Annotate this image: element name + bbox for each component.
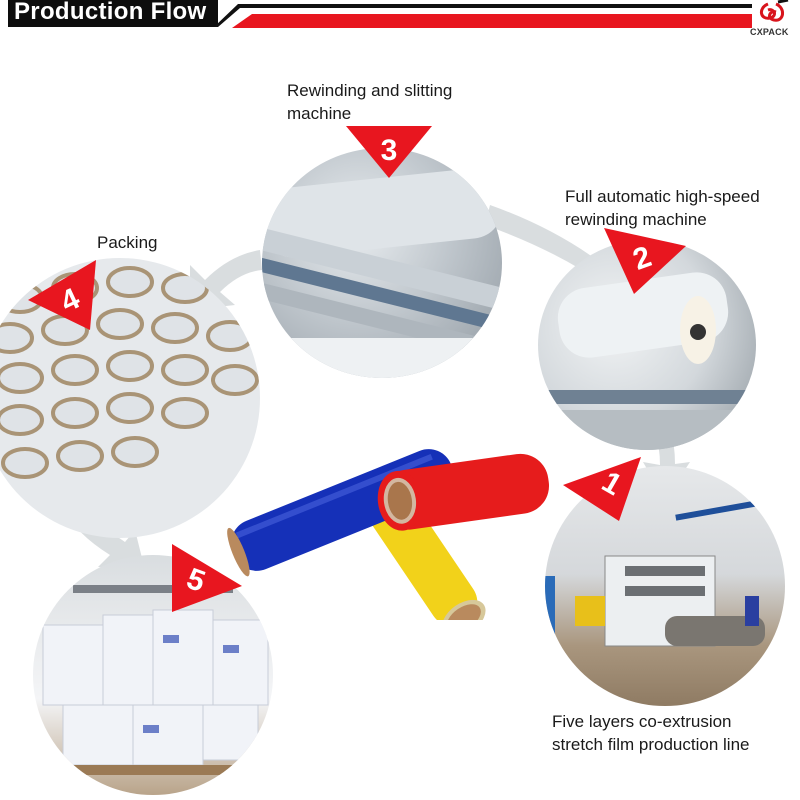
- step-1-image: [545, 466, 785, 706]
- step-5-image: [33, 555, 273, 795]
- step-1-label: Five layers co-extrusion stretch film pr…: [552, 712, 750, 754]
- logo-mark-icon: [760, 0, 789, 22]
- header-banner: Production Flow CXPACK: [0, 0, 800, 40]
- step-1-badge: 1: [563, 457, 641, 521]
- step-4-badge: 4: [28, 260, 96, 330]
- step-3-image: [262, 148, 502, 378]
- step-2-badge: 2: [604, 228, 686, 294]
- logo-text: CXPACK: [750, 27, 789, 37]
- step-3-label: Rewinding and slitting machine: [287, 81, 453, 123]
- step-3-badge: 3: [346, 126, 432, 178]
- stretch-film-rolls: [227, 449, 550, 620]
- step-2-label: Full automatic high-speed rewinding mach…: [565, 187, 760, 229]
- header-stripes: [8, 0, 752, 28]
- svg-text:3: 3: [381, 134, 398, 167]
- red-roll: [377, 453, 550, 531]
- page-title: Production Flow: [14, 0, 207, 25]
- cxpack-logo: CXPACK: [748, 0, 798, 40]
- step-4-label: Packing: [97, 233, 158, 252]
- step-5-badge: 5: [172, 544, 242, 612]
